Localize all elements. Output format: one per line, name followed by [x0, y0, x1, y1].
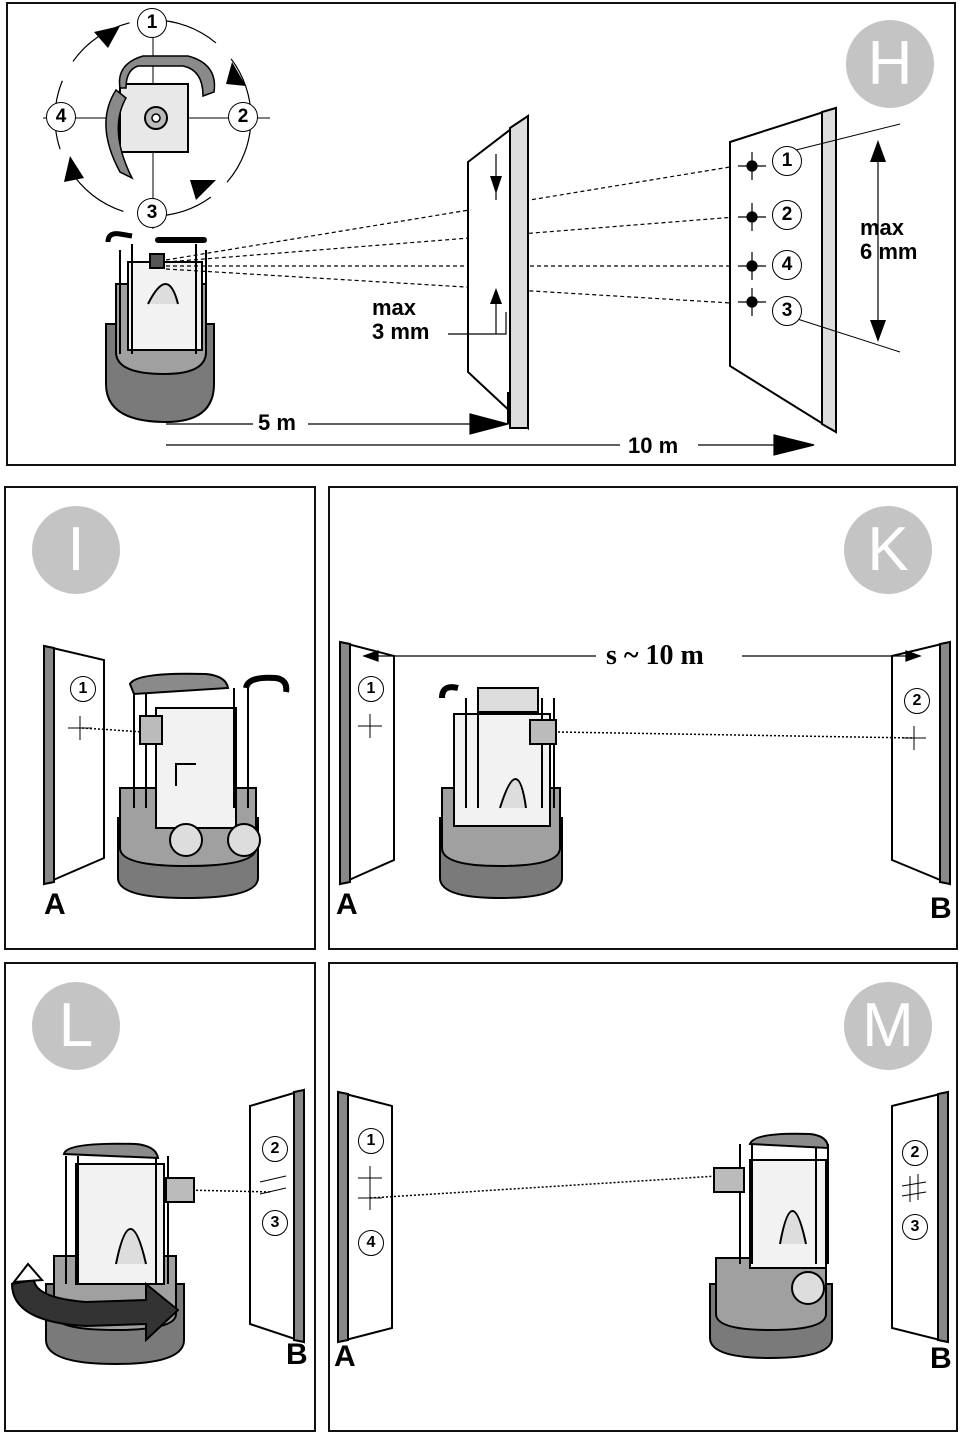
laser-beams: [165, 163, 749, 305]
laser-beam: [557, 731, 915, 739]
dial-position-4: 4: [46, 102, 76, 132]
panel-m: M 1 4 2 3 A B: [328, 962, 958, 1432]
mark-label-1: 1: [358, 676, 384, 702]
dial-arrow-icon: [190, 180, 216, 200]
laser-device: [117, 672, 290, 900]
mark-label-3: 3: [902, 1214, 928, 1240]
wall-label-a: A: [336, 888, 358, 921]
wall-a: [337, 1090, 393, 1344]
mark-label-1: 1: [70, 676, 96, 702]
panel-l: L 2 3 B: [4, 962, 316, 1432]
panel-badge: K: [844, 506, 932, 594]
impact-marks: [738, 152, 766, 316]
wall-a: [339, 640, 395, 886]
dial-position-3: 3: [137, 198, 167, 228]
distance-lines: [166, 392, 815, 456]
distance-10m-label: 10 m: [628, 433, 679, 458]
panel-k: K s ~ 10 m 1 2 A B: [328, 486, 958, 950]
panel-badge: L: [32, 982, 120, 1070]
dial-position-1: 1: [137, 8, 167, 38]
laser-beam: [183, 1189, 273, 1193]
dial-arrow-icon: [64, 156, 84, 182]
wall-label-b: B: [930, 892, 952, 925]
point-label-4: 4: [772, 250, 802, 280]
wall-a: [43, 644, 105, 886]
mark-label-2: 2: [262, 1136, 288, 1162]
rotation-dial: [43, 14, 270, 229]
distance-label: s ~ 10 m: [606, 640, 704, 671]
mark-label-3: 3: [262, 1210, 288, 1236]
laser-device: [709, 1132, 833, 1360]
point-label-2: 2: [772, 200, 802, 230]
panel-badge: I: [32, 506, 120, 594]
distance-5m-label: 5 m: [258, 410, 296, 435]
wall-near: [448, 113, 529, 431]
panel-k-drawing: [339, 640, 951, 900]
wall-b: [891, 640, 951, 886]
panel-h-drawing: [43, 14, 901, 456]
laser-device: [45, 1142, 195, 1366]
mark-label-2: 2: [902, 1140, 928, 1166]
wall-label-a: A: [44, 888, 66, 921]
mark-label-2: 2: [904, 688, 930, 714]
dial-arrow-icon: [94, 26, 120, 48]
wall-label-b: B: [286, 1338, 308, 1371]
dial-arrow-icon: [226, 62, 246, 86]
wall-label-a: A: [334, 1340, 356, 1373]
mark-label-4: 4: [358, 1230, 384, 1256]
laser-device: [439, 684, 563, 900]
wall-label-b: B: [930, 1342, 952, 1375]
panel-badge: H: [846, 20, 934, 108]
panel-i: I 1 A: [4, 486, 316, 950]
panel-badge: M: [844, 982, 932, 1070]
laser-device: [105, 231, 215, 424]
point-label-3: 3: [772, 296, 802, 326]
laser-beam: [369, 1175, 719, 1199]
distance-arrow: [362, 650, 922, 662]
panel-i-drawing: [43, 644, 290, 900]
dial-position-2: 2: [228, 102, 258, 132]
rotate-arrow-icon: [10, 1262, 180, 1343]
point-label-1: 1: [772, 146, 802, 176]
mark-label-1: 1: [358, 1128, 384, 1154]
